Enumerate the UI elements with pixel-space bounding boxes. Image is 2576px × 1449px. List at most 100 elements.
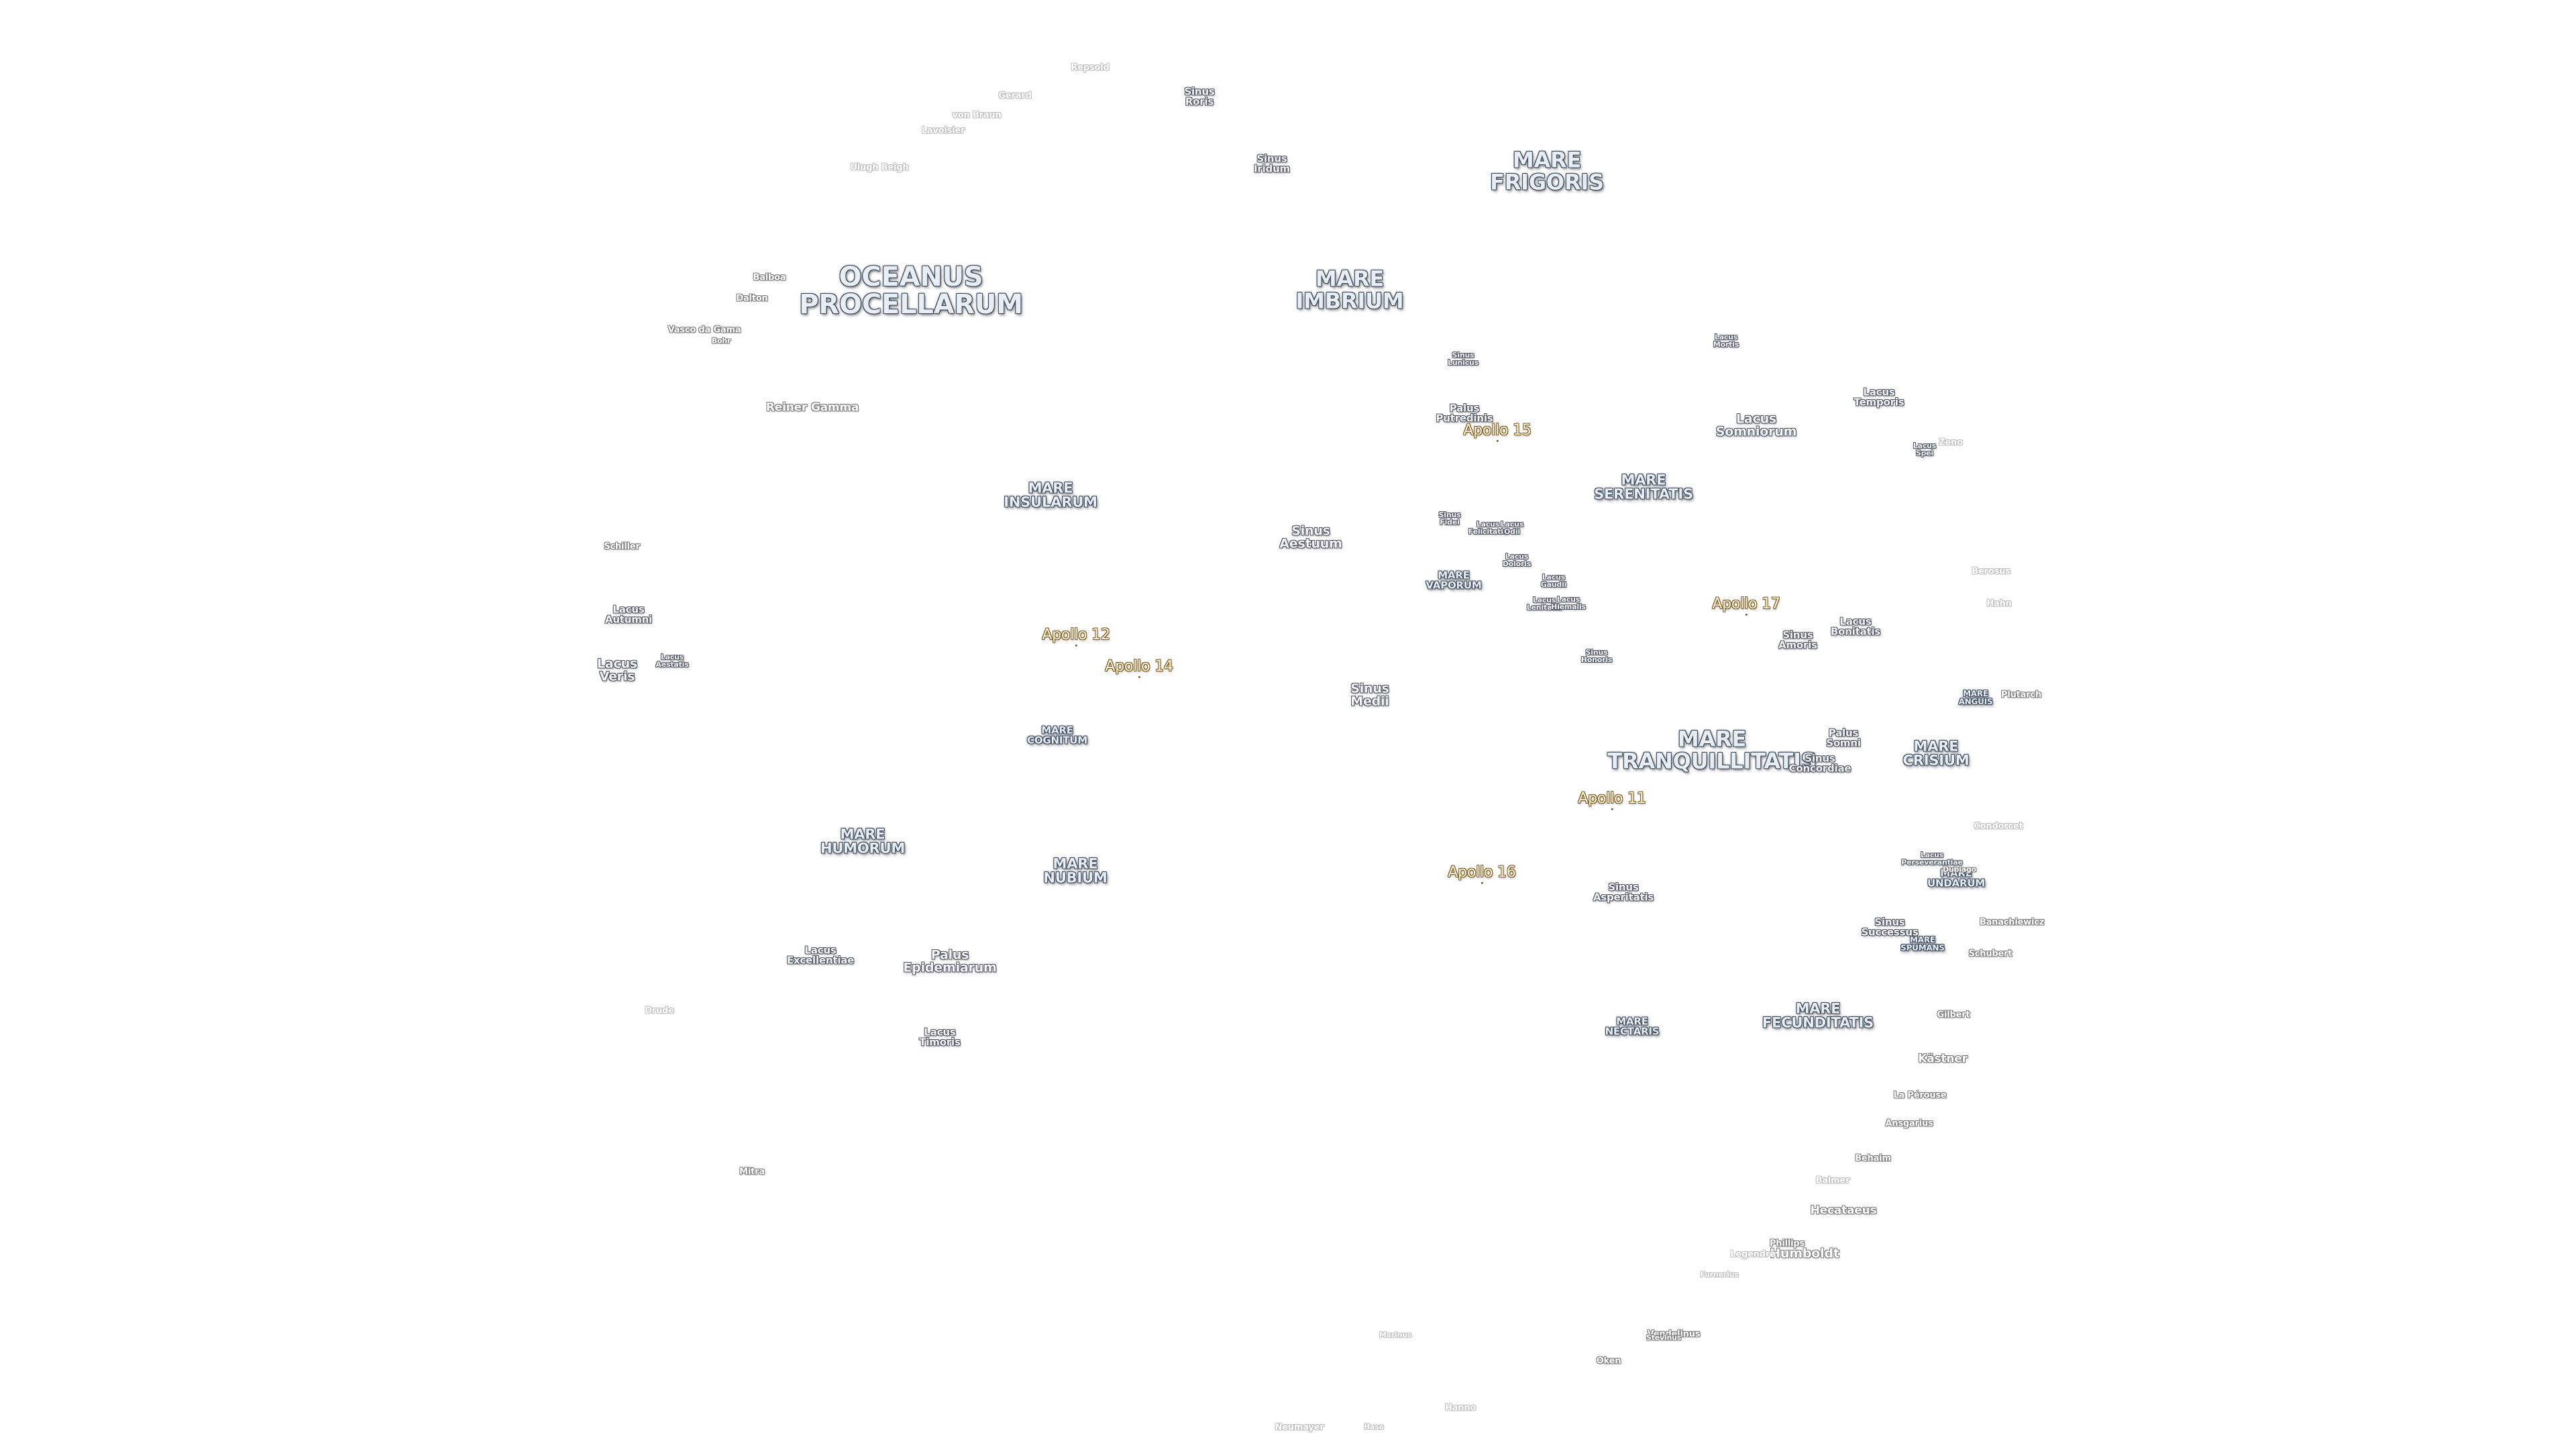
apollo-14-marker [1138,676,1140,679]
label-sinus-amoris: Sinus Amoris [1778,629,1817,651]
label-crater-ansgarius: Ansgarius [1885,1118,1933,1129]
label-crater-bohr: Bohr [711,336,731,345]
label-mare-cognitum: MARE COGNITUM [1027,724,1087,747]
label-mare-serenitatis: MARE SERENITATIS [1594,472,1693,502]
label-apollo-17[interactable]: Apollo 17 [1712,595,1780,616]
label-sinus-aestuum: Sinus Aestuum [1279,523,1342,551]
label-crater-vendelinus: Vendelinus [1647,1329,1701,1340]
label-mare-spumans: MARE SPUMANS [1900,934,1945,953]
label-lacus-perseverantiae: Lacus Perseverantiae [1901,850,1963,867]
label-crater-phillips: Phillips [1769,1238,1805,1249]
label-crater-hahn: Hahn [1986,598,2012,609]
label-lacus-mortis: Lacus Mortis [1713,332,1739,349]
label-sinus-iridum: Sinus Iridum [1254,152,1290,175]
label-sinus-honoris: Sinus Honoris [1580,647,1613,664]
label-mare-nectaris: MARE NECTARIS [1605,1015,1660,1038]
label-crater-vasco-da-gama: Vasco da Gama [667,325,741,335]
label-apollo-11[interactable]: Apollo 11 [1578,790,1646,811]
apollo-15-marker [1496,440,1499,443]
label-mare-tranquillitatis: MARE TRANQUILLITATIS [1607,726,1817,773]
label-lacus-autumni: Lacus Autumni [604,603,653,626]
label-oceanus-procellarum: OCEANUS PROCELLARUM [799,262,1023,320]
label-palus-epidemiarum: Palus Epidemiarum [903,947,997,975]
label-lacus-doloris: Lacus Doloris [1502,551,1532,568]
label-mare-nubium: MARE NUBIUM [1043,855,1108,886]
label-crater-repsold: Repsold [1071,62,1110,73]
label-crater-legendre: Legendre [1730,1249,1776,1260]
label-crater-reiner-gamma: Reiner Gamma [765,400,859,415]
label-mare-anguis: MARE ANGUIS [1958,688,1993,706]
label-lacus-lenitatis: Lacus Lenitatis [1526,595,1562,612]
apollo-12-name: Apollo 12 [1042,626,1110,643]
label-crater-marinus: Marinus [1379,1330,1412,1340]
label-mare-crisium: MARE CRISIUM [1902,738,1970,769]
apollo-12-marker [1075,645,1077,647]
label-lacus-excellentiae: Lacus Excellentiae [786,944,855,967]
label-mare-imbrium: MARE IMBRIUM [1295,266,1404,313]
label-crater-la-perouse: La Pérouse [1893,1090,1947,1101]
label-crater-condorcet: Condorcet [1974,821,2023,832]
label-crater-zeno: Zeno [1939,437,1963,448]
label-crater-stevinus: Stevinus [1646,1333,1682,1342]
label-crater-humboldt: Humboldt [1770,1246,1839,1261]
label-palus-somni: Palus Somni [1826,727,1861,749]
label-sinus-successus: Sinus Successus [1861,916,1919,938]
apollo-17-marker [1745,614,1748,616]
apollo-15-name: Apollo 15 [1463,421,1532,439]
label-lacus-odii: Lacus Odii [1500,519,1524,536]
label-crater-banachiewicz: Banachiewicz [1979,917,2045,928]
label-mare-insularum: MARE INSULARUM [1004,480,1097,511]
label-mare-humorum: MARE HUMORUM [820,826,906,857]
label-sinus-lunicus: Sinus Lunicus [1448,350,1479,367]
label-mare-frigoris: MARE FRIGORIS [1490,147,1604,195]
label-crater-hanno: Hanno [1444,1403,1477,1413]
apollo-11-name: Apollo 11 [1578,790,1646,807]
label-mare-vaporum: MARE VAPORUM [1426,569,1482,592]
label-crater-neumayer: Neumayer [1275,1422,1324,1433]
label-sinus-medii: Sinus Medii [1350,681,1389,709]
label-crater-behaim: Behaim [1855,1153,1891,1164]
label-crater-berosus: Berosus [1972,566,2010,577]
label-sinus-roris: Sinus Roris [1184,85,1215,108]
label-crater-hase: Hase [1364,1422,1384,1432]
label-lacus-gaudii: Lacus Gaudii [1540,572,1567,589]
label-mare-fecunditatis: MARE FECUNDITATIS [1762,1000,1874,1031]
label-crater-furnerius: Furnerius [1700,1270,1739,1279]
label-mare-undarum: MARE UNDARUM [1927,867,1986,890]
label-sinus-concordiae: Sinus Concordiae [1788,752,1851,775]
label-lacus-timoris: Lacus Timoris [919,1026,961,1049]
label-crater-gilbert: Gilbert [1937,1010,1970,1020]
label-crater-kastner: Kästner [1918,1052,1968,1066]
apollo-16-marker [1481,882,1483,885]
apollo-16-name: Apollo 16 [1448,863,1516,881]
label-crater-hecataeus: Hecataeus [1810,1203,1877,1218]
label-palus-putredinis: Palus Putredinis [1436,402,1493,425]
label-lacus-bonitatis: Lacus Bonitatis [1830,615,1881,638]
label-crater-oken: Oken [1596,1356,1621,1366]
label-lacus-somniorum: Lacus Somniorum [1715,411,1797,439]
label-lacus-felicitatis: Lacus Felicitatis [1468,519,1508,536]
label-sinus-fidei: Sinus Fidei [1438,510,1461,527]
apollo-11-marker [1611,808,1613,811]
label-crater-gerard: Gerard [998,91,1032,101]
label-apollo-14[interactable]: Apollo 14 [1105,657,1173,679]
label-crater-dalton: Dalton [736,293,768,304]
label-lacus-temporis: Lacus Temporis [1854,386,1904,409]
label-crater-balboa: Balboa [753,272,786,283]
apollo-17-name: Apollo 17 [1712,595,1780,612]
label-crater-schubert: Schubert [1968,949,2012,959]
label-crater-schiller: Schiller [604,541,640,552]
label-crater-dubiago: Dubiago [1942,865,1977,874]
label-apollo-16[interactable]: Apollo 16 [1448,863,1516,885]
label-crater-von-braun: von Braun [952,110,1002,121]
label-apollo-12[interactable]: Apollo 12 [1042,626,1110,647]
label-apollo-15[interactable]: Apollo 15 [1463,421,1532,443]
label-sinus-asperitatis: Sinus Asperitatis [1593,881,1654,904]
label-crater-ulugh-beigh: Ulugh Beigh [850,162,909,173]
label-crater-lavoisier: Lavoisier [921,125,965,136]
label-crater-mitra: Mitra [739,1167,765,1177]
label-crater-drude: Drude [645,1006,674,1016]
label-lacus-hiemalis: Lacus Hiemalis [1551,594,1586,611]
apollo-14-name: Apollo 14 [1105,657,1173,675]
